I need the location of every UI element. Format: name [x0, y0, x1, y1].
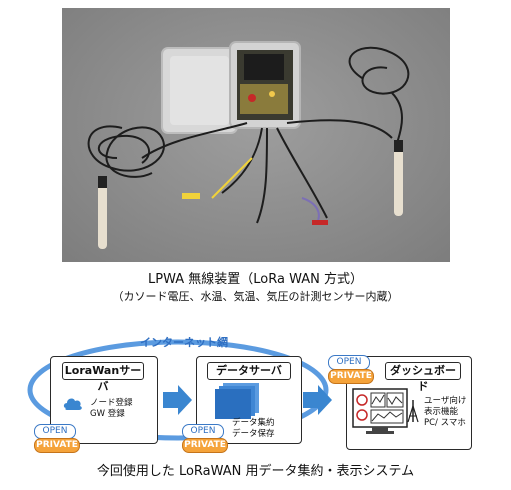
network-label: インターネット網: [140, 336, 228, 349]
private-badge-3: PRIVATE: [328, 369, 374, 384]
device-photo-drawing: [87, 41, 410, 249]
dashboard-line-2: 表示機能: [424, 407, 459, 417]
arrow-2: [303, 385, 332, 415]
private-badge-2: PRIVATE: [182, 438, 228, 453]
arrow-1: [163, 385, 192, 415]
system-caption: 今回使用した LoRaWAN 用データ集約・表示システム: [96, 464, 415, 479]
open-badge-3: OPEN: [328, 355, 370, 370]
device-photo: [62, 8, 450, 262]
antenna-icon: [407, 400, 419, 423]
lorawan-server-title: LoraWanサーバ: [62, 362, 144, 393]
data-server-line-1: データ集約: [232, 418, 275, 428]
photo-caption-sub: （カソード電圧、水温、気温、気圧の計測センサー内蔵）: [112, 290, 399, 303]
photo-caption-title: LPWA 無線装置（LoRa WAN 方式）: [148, 272, 363, 287]
open-badge-2: OPEN: [182, 424, 224, 439]
dashboard-monitor-icon: [352, 388, 408, 434]
data-server-line-2: データ保存: [232, 429, 275, 439]
dashboard-title: ダッシュボード: [385, 362, 461, 393]
dashboard-line-3: PC/ スマホ: [424, 418, 466, 428]
data-server-title: データサーバ: [207, 362, 291, 380]
left-probe: [98, 183, 107, 249]
cloud-icon: [63, 398, 82, 410]
lorawan-line-1: ノード登録: [90, 398, 133, 408]
internet-ellipse: [27, 339, 329, 441]
private-badge-1: PRIVATE: [34, 438, 80, 453]
documents-icon: [215, 383, 259, 419]
right-probe: [394, 148, 403, 216]
network-diagram: [27, 339, 332, 441]
dashboard-line-1: ユーザ向け: [424, 396, 467, 406]
open-badge-1: OPEN: [34, 424, 76, 439]
lorawan-line-2: GW 登録: [90, 409, 125, 419]
